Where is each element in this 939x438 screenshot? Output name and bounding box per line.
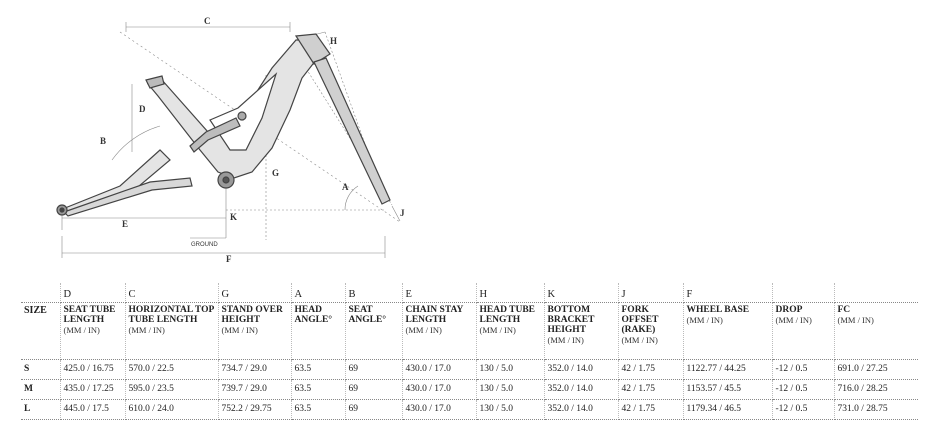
column-header: STAND OVER HEIGHT(MM / IN) [218, 302, 292, 360]
size-header: SIZE [21, 302, 61, 360]
table-cell: 752.2 / 29.75 [218, 399, 292, 420]
table-cell: 610.0 / 24.0 [125, 399, 219, 420]
label-d: D [139, 104, 146, 114]
label-j: J [400, 208, 405, 218]
label-f: F [226, 254, 232, 262]
column-header: SEAT ANGLE° [345, 302, 403, 360]
column-letter: J [618, 283, 684, 303]
label-ground: GROUND [191, 242, 218, 248]
table-cell: 430.0 / 17.0 [402, 399, 477, 420]
size-cell: M [21, 379, 61, 400]
column-letter: A [291, 283, 346, 303]
frame-geometry-diagram: C H D B G A J K E GROUND F [56, 16, 405, 262]
column-letter: F [683, 283, 773, 303]
table-cell: 430.0 / 17.0 [402, 359, 477, 380]
table-cell: 435.0 / 17.25 [60, 379, 126, 400]
table-cell: 69 [345, 399, 403, 420]
table-cell: -12 / 0.5 [772, 359, 835, 380]
label-k: K [230, 212, 237, 222]
table-cell: 130 / 5.0 [476, 379, 545, 400]
column-letter: G [218, 283, 292, 303]
table-cell: 69 [345, 359, 403, 380]
table-cell: 63.5 [291, 359, 346, 380]
dimension-lines [61, 22, 401, 258]
size-cell: S [21, 359, 61, 380]
label-b: B [100, 136, 106, 146]
table-cell: 352.0 / 14.0 [544, 399, 619, 420]
table-cell: 42 / 1.75 [618, 399, 684, 420]
column-letter [772, 283, 835, 303]
column-header: HORIZONTAL TOP TUBE LENGTH(MM / IN) [125, 302, 219, 360]
column-letter-row: D C G A B E H K J F [21, 283, 918, 303]
table-cell: 691.0 / 27.25 [834, 359, 918, 380]
table-cell: 425.0 / 16.75 [60, 359, 126, 380]
table-cell: 445.0 / 17.5 [60, 399, 126, 420]
column-header: FC(MM / IN) [834, 302, 918, 360]
column-header: SEAT TUBE LENGTH(MM / IN) [60, 302, 126, 360]
column-letter: B [345, 283, 403, 303]
label-a: A [342, 182, 349, 192]
table-cell: -12 / 0.5 [772, 399, 835, 420]
column-header: BOTTOM BRACKET HEIGHT(MM / IN) [544, 302, 619, 360]
table-cell: 734.7 / 29.0 [218, 359, 292, 380]
table-cell: 731.0 / 28.75 [834, 399, 918, 420]
table-row: M 435.0 / 17.25 595.0 / 23.5 739.7 / 29.… [21, 379, 918, 400]
table-cell: 595.0 / 23.5 [125, 379, 219, 400]
table-cell: 63.5 [291, 399, 346, 420]
label-g: G [272, 168, 279, 178]
table-cell: 1179.34 / 46.5 [683, 399, 773, 420]
table-cell: 1122.77 / 44.25 [683, 359, 773, 380]
table-cell: 69 [345, 379, 403, 400]
column-header: FORK OFFSET (RAKE)(MM / IN) [618, 302, 684, 360]
label-h: H [330, 36, 337, 46]
table-cell: 63.5 [291, 379, 346, 400]
label-e: E [122, 219, 128, 229]
column-header: HEAD TUBE LENGTH(MM / IN) [476, 302, 545, 360]
label-c: C [204, 16, 211, 26]
column-letter: H [476, 283, 545, 303]
column-header: DROP(MM / IN) [772, 302, 835, 360]
column-header-row: SIZE SEAT TUBE LENGTH(MM / IN) HORIZONTA… [21, 302, 918, 360]
bike-frame [56, 33, 391, 217]
table-row: L 445.0 / 17.5 610.0 / 24.0 752.2 / 29.7… [21, 399, 918, 420]
column-header: CHAIN STAY LENGTH(MM / IN) [402, 302, 477, 360]
table-cell: 570.0 / 22.5 [125, 359, 219, 380]
table-cell: 130 / 5.0 [476, 359, 545, 380]
table-cell: 716.0 / 28.25 [834, 379, 918, 400]
table-cell: 352.0 / 14.0 [544, 379, 619, 400]
table-cell: 1153.57 / 45.5 [683, 379, 773, 400]
dimension-labels: C H D B G A J K E GROUND F [100, 16, 405, 262]
table-cell: 430.0 / 17.0 [402, 379, 477, 400]
table-cell: 42 / 1.75 [618, 359, 684, 380]
column-header: HEAD ANGLE° [291, 302, 346, 360]
size-letter-cell [21, 283, 61, 303]
table-cell: 352.0 / 14.0 [544, 359, 619, 380]
column-letter: D [60, 283, 126, 303]
size-cell: L [21, 399, 61, 420]
column-letter: K [544, 283, 619, 303]
column-letter: E [402, 283, 477, 303]
table-cell: 42 / 1.75 [618, 379, 684, 400]
table-cell: -12 / 0.5 [772, 379, 835, 400]
table-cell: 739.7 / 29.0 [218, 379, 292, 400]
table-cell: 130 / 5.0 [476, 399, 545, 420]
geometry-table: D C G A B E H K J F SIZE SEAT TUBE LENGT… [21, 283, 918, 420]
table-row: S 425.0 / 16.75 570.0 / 22.5 734.7 / 29.… [21, 359, 918, 380]
column-letter [834, 283, 918, 303]
column-letter: C [125, 283, 219, 303]
column-header: WHEEL BASE(MM / IN) [683, 302, 773, 360]
